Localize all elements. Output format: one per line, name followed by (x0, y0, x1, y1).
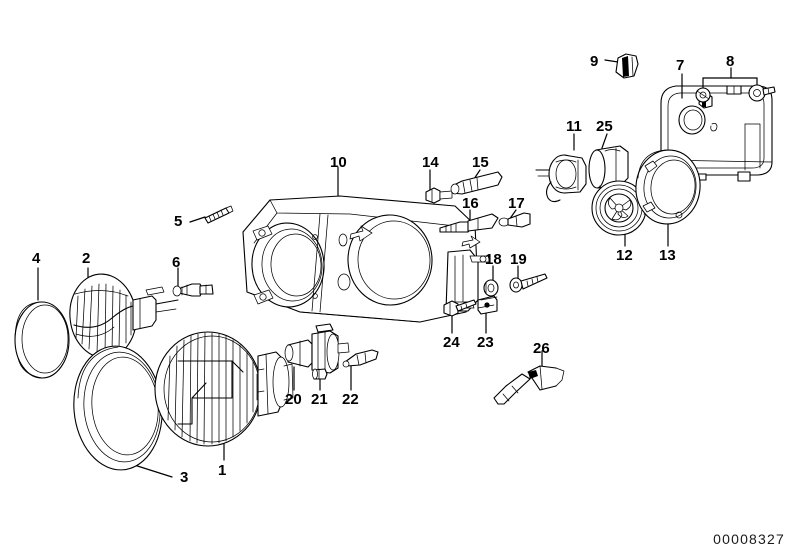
part-4-sealing-ring (14, 301, 70, 379)
callout-16: 16 (462, 195, 479, 212)
callout-8: 8 (726, 53, 735, 70)
callout-19: 19 (510, 251, 527, 268)
part-22-bulb-wedge (342, 349, 379, 368)
callout-23: 23 (477, 334, 494, 351)
part-12-adjuster-gear (591, 180, 652, 236)
part-24-hex-bolt (443, 299, 477, 317)
callout-13: 13 (659, 247, 676, 264)
callout-22: 22 (342, 391, 359, 408)
part-16-adjusting-screw-long (439, 213, 499, 233)
callout-11: 11 (566, 118, 582, 135)
callout-21: 21 (311, 391, 328, 408)
part-17-ball-pin (498, 212, 531, 228)
part-1-headlight-lens (154, 331, 294, 447)
callout-25: 25 (596, 118, 613, 135)
callout-3: 3 (180, 469, 189, 486)
callout-6: 6 (172, 254, 181, 271)
callout-14: 14 (422, 154, 439, 171)
part-2-fog-lamp-lens (69, 273, 179, 359)
callout-20: 20 (285, 391, 302, 408)
part-15-adjusting-spindle (450, 171, 503, 195)
callout-18: 18 (485, 251, 502, 268)
callout-4: 4 (32, 250, 41, 267)
part-26-wiring-connector (493, 365, 565, 405)
callout-15: 15 (472, 154, 489, 171)
part-9-retaining-clip (615, 53, 639, 79)
part-6-adjusting-screw (172, 283, 214, 297)
part-13-mounting-ring (635, 149, 701, 225)
part-11-bulb-socket-holder (535, 154, 587, 203)
part-19-screw (509, 273, 548, 293)
part-14-nut (425, 187, 453, 204)
callout-9: 9 (590, 53, 599, 70)
callout-26: 26 (533, 340, 550, 357)
part-18-washer (483, 279, 499, 297)
callout-10: 10 (330, 154, 347, 171)
callout-24: 24 (443, 334, 460, 351)
part-20-bulb-holder (284, 323, 350, 374)
part-23-clip-nut (477, 295, 498, 315)
callout-7: 7 (676, 57, 685, 74)
callout-5: 5 (174, 213, 183, 230)
callout-2: 2 (82, 250, 91, 267)
callout-12: 12 (616, 247, 633, 264)
part-25-bulb-socket-cap (588, 145, 629, 199)
part-5-screw (204, 205, 234, 224)
part-8-cover-fasteners (695, 84, 776, 103)
callout-1: 1 (218, 462, 227, 479)
part-10-headlight-housing (242, 195, 491, 323)
diagram-id-label: 00008327 (713, 531, 785, 547)
part-3-trim-ring (73, 345, 163, 471)
part-21-bulb-small (312, 368, 328, 380)
callout-17: 17 (508, 195, 525, 212)
